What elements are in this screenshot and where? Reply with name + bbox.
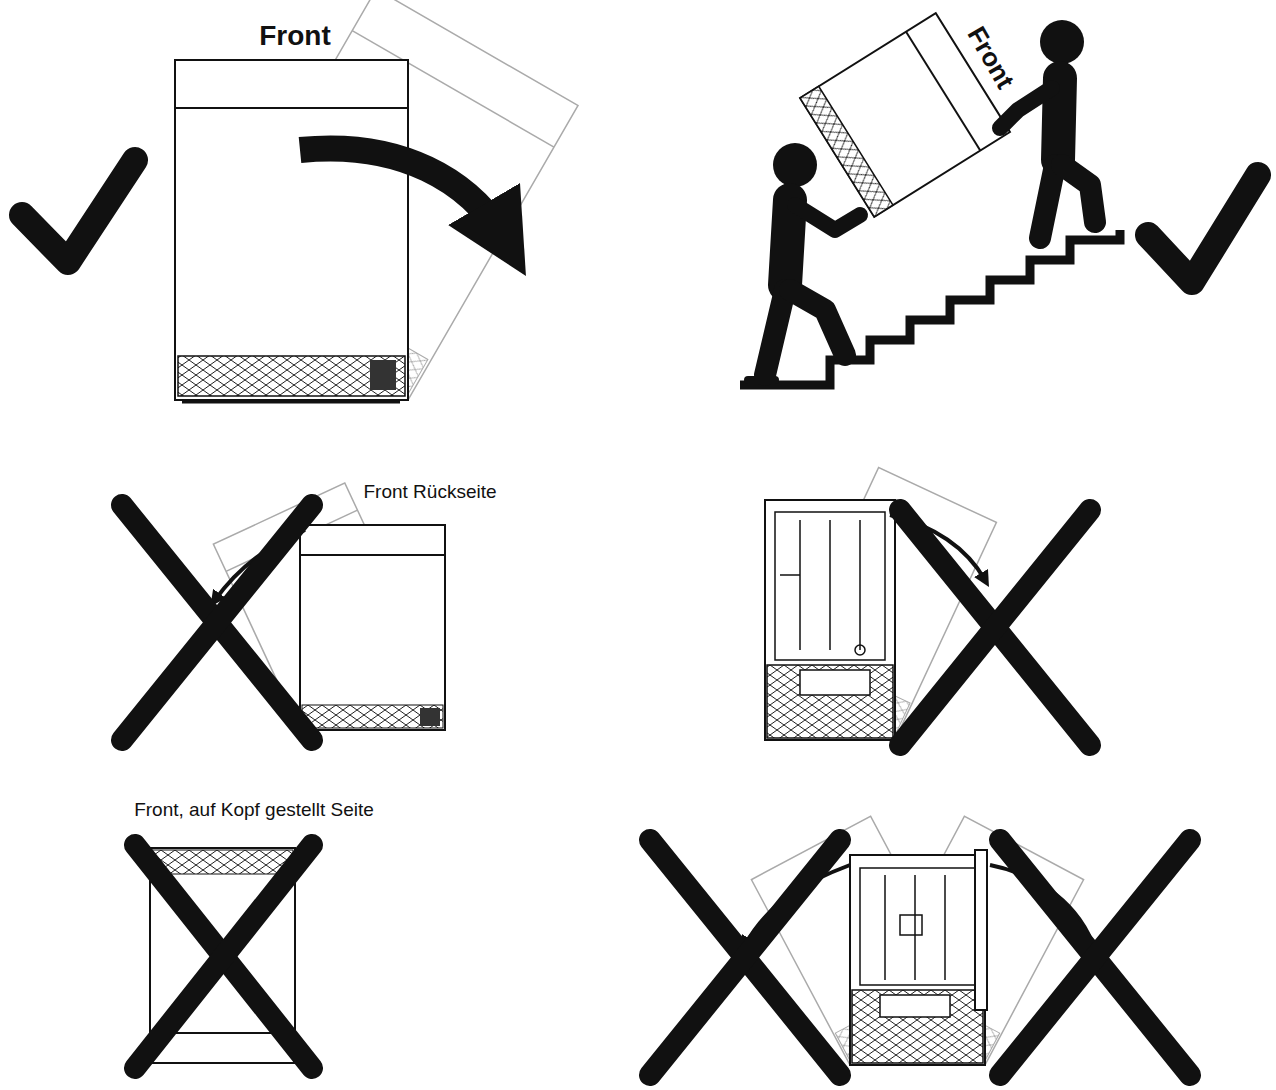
front-label: Front (259, 20, 331, 52)
cross-mark (650, 840, 1190, 1075)
cross-mark (900, 510, 1090, 745)
cross-mark (122, 505, 312, 740)
orientation-label: Front Rückseite (363, 481, 496, 503)
tilt-arrow (300, 148, 505, 240)
orientation-label: Front, auf Kopf gestellt Seite (134, 799, 374, 821)
check-mark (22, 160, 135, 262)
person-upper (1000, 20, 1095, 238)
dishwasher-front (175, 60, 408, 402)
person-lower (748, 143, 860, 380)
check-mark (1148, 175, 1258, 282)
dishwasher-side (300, 525, 445, 730)
dishwasher-rear (765, 500, 895, 740)
dishwasher-rear (850, 850, 987, 1065)
cross-mark (135, 845, 312, 1068)
